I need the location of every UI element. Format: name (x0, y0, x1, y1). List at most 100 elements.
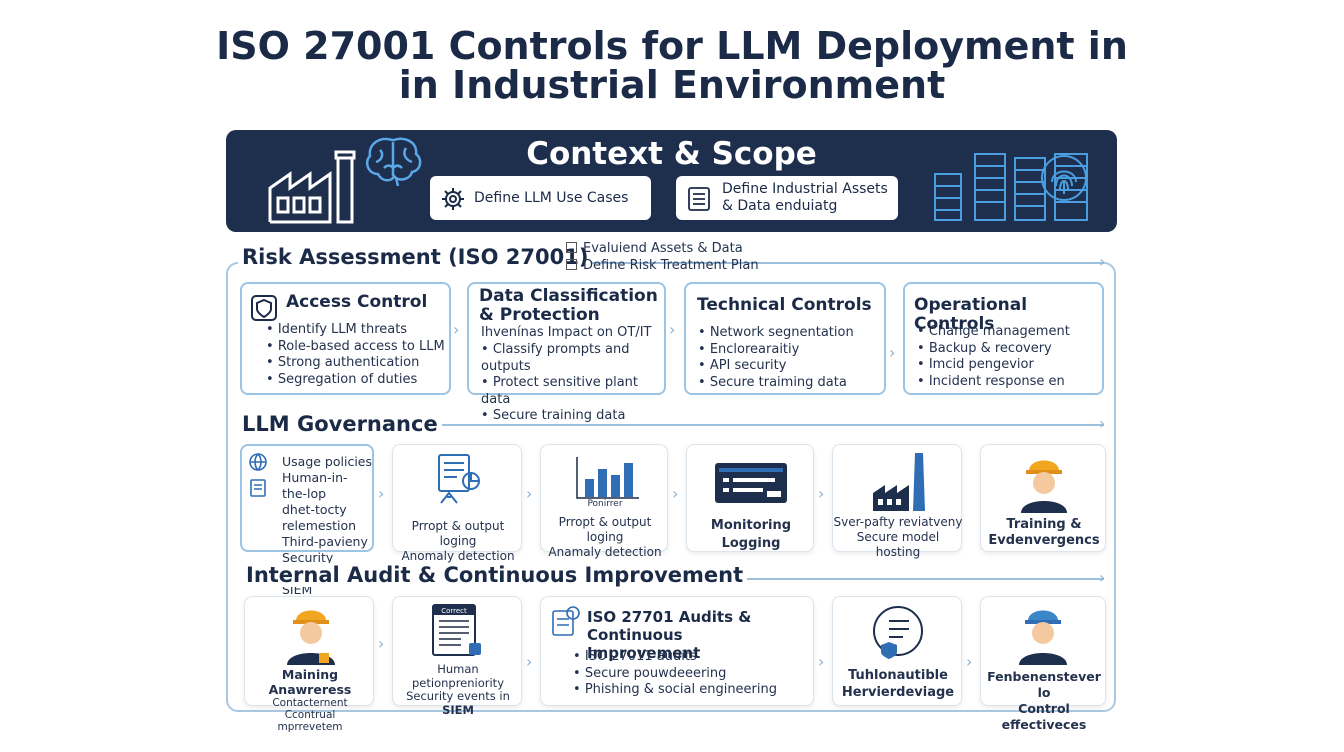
technical-controls-title: Technical Controls (697, 295, 872, 315)
iso-audits-list: ISO 27011 audits Secure pouwdeeering Phi… (573, 649, 777, 699)
flow-arrow: › (453, 320, 460, 339)
bar-chart-label: Ponirrer (587, 499, 623, 509)
review-line2: Hervierdeviage (841, 685, 955, 700)
human-review-text: Human petionpreniority Security events i… (393, 662, 523, 717)
legend-evaluate-assets: Evaluiend Assets & Data (566, 241, 743, 256)
third-party-text: Sver-pafty reviatveny Secure model hosti… (833, 515, 963, 560)
flow-arrow: › (669, 320, 676, 339)
awareness-line2: Contacternent Ccontrual mprrevetem (272, 697, 348, 733)
document-label: Correct (441, 607, 467, 615)
prompt-logging-line1: Prropt & output loging (411, 519, 505, 548)
operational-controls-card: Operational Controls Change management B… (903, 282, 1104, 395)
list-item: dhet-tocty relemestion (282, 502, 357, 533)
internal-audit-heading: Internal Audit & Continuous Improvement (242, 563, 748, 587)
human-review-line2: Security events in (406, 689, 510, 703)
prompt-logging-card: Prropt & output loging Anomaly detection (392, 444, 522, 563)
review-card: Tuhlonautible Hervierdeviage (832, 596, 962, 706)
flow-arrow: › (818, 484, 825, 503)
page-title-line1: ISO 27001 Controls for LLM Deployment in (216, 24, 1128, 68)
list-item: ISO 27011 audits (573, 649, 777, 666)
governance-flow-arrowhead: › (1099, 414, 1106, 433)
list-item: Secure traiming data (698, 375, 854, 392)
factory-icon (268, 150, 356, 224)
list-item: Imcid pengevior (917, 357, 1070, 374)
risk-flow-line (560, 262, 1104, 264)
worker-avatar-icon (287, 610, 335, 665)
human-review-line3: SIEM (442, 702, 474, 717)
server-rack-icon (934, 153, 1088, 221)
review-line1: Tuhlonautible (848, 668, 948, 683)
list-item: Strong authentication (266, 355, 445, 372)
control-effectiveness-line2: Control effectiveces (1001, 701, 1087, 732)
document-icon (250, 479, 266, 497)
data-classification-card: Data Classification & Protection Ihvenín… (467, 282, 666, 423)
training-text: Training & Evdenvergencs (981, 517, 1107, 549)
list-item: Role-based access to LLM (266, 339, 445, 356)
list-item: Human-in-the-lop (282, 470, 348, 501)
page-title-line2: in Industrial Environment (398, 63, 946, 107)
gear-icon (442, 188, 464, 210)
legend-risk-treatment-label: Define Risk Treatment Plan (583, 258, 759, 273)
access-control-list: Identify LLM threats Role-based access t… (266, 322, 445, 388)
monitoring-line1: Monitoring (710, 518, 792, 533)
define-industrial-assets-label: Define Industrial Assets & Data enduiatg (722, 181, 888, 214)
globe-icon (249, 453, 267, 471)
shield-icon (251, 295, 277, 321)
list-item: Protect sensitive plant data (481, 375, 664, 408)
control-effectiveness-line1: Fenbenenstever lo (987, 669, 1101, 700)
review-text: Tuhlonautible Hervierdeviage (833, 667, 963, 701)
checkbox-icon (566, 259, 577, 270)
training-line1: Training & (1006, 517, 1082, 532)
human-review-card: Correct Human petionpreniority Security … (392, 596, 522, 716)
third-party-line1: Sver-pafty reviatveny (833, 515, 963, 529)
flow-arrow: › (672, 484, 679, 503)
list-item: Identify LLM threats (266, 322, 445, 339)
list-item: Enclorearaitiy (698, 342, 854, 359)
list-item: Change management (917, 324, 1070, 341)
list-item: Classify prompts and outputs (481, 342, 664, 375)
monitoring-card: Monitoring Logging (686, 444, 814, 552)
list-item: Incident response en (917, 374, 1070, 391)
audit-checklist-icon (552, 606, 580, 636)
prompt-logging-text: Prropt & output loging Anomaly detection (393, 519, 523, 564)
flow-arrow: › (378, 634, 385, 653)
list-item: Backup & recovery (917, 341, 1070, 358)
flow-arrow: › (526, 652, 533, 671)
legend-risk-treatment: Define Risk Treatment Plan (566, 258, 759, 273)
access-control-title: Access Control (286, 292, 428, 312)
control-effectiveness-text: Fenbenenstever lo Control effectiveces (981, 669, 1107, 733)
define-llm-use-cases-label: Define LLM Use Cases (474, 190, 629, 206)
engineer-avatar-icon (1021, 460, 1067, 513)
legend-evaluate-assets-label: Evaluiend Assets & Data (583, 241, 743, 256)
awareness-card: Maining Anawreress Contacternent Ccontru… (244, 596, 374, 733)
monitoring-line2: Logging (721, 536, 781, 551)
define-industrial-assets-button[interactable]: Define Industrial Assets & Data enduiatg (676, 176, 898, 220)
training-card: Training & Evdenvergencs (980, 444, 1106, 552)
fingerprint-icon (1041, 155, 1087, 201)
data-classification-list: Classify prompts and outputs Protect sen… (481, 342, 664, 425)
flow-arrow: › (378, 484, 385, 503)
audit-flow-arrowhead: › (1099, 568, 1106, 587)
checkbox-icon (566, 242, 577, 253)
define-llm-use-cases-button[interactable]: Define LLM Use Cases (430, 176, 651, 220)
monitoring-text: Monitoring Logging (687, 517, 815, 553)
technical-controls-list: Network segnentation Enclorearaitiy API … (698, 325, 854, 391)
security-review-icon (873, 606, 923, 659)
control-effectiveness-card: Fenbenenstever lo Control effectiveces (980, 596, 1106, 732)
bar-chart-icon (576, 457, 639, 499)
data-classification-intro: Ihvenínas Impact on OT/IT (481, 325, 652, 340)
risk-flow-arrowhead: › (1099, 252, 1106, 271)
list-item: Third-pavieny (282, 534, 368, 549)
list-item: Network segnentation (698, 325, 854, 342)
inspector-avatar-icon (1019, 610, 1067, 665)
training-line2: Evdenvergencs (988, 533, 1100, 548)
brain-icon (366, 137, 422, 187)
flow-arrow: › (526, 484, 533, 503)
output-logging-line1: Prropt & output loging (558, 515, 652, 544)
flow-arrow: › (818, 652, 825, 671)
third-party-line2: Secure model hosting (856, 530, 940, 559)
factory-icon (873, 453, 925, 511)
document-icon (432, 604, 481, 656)
output-logging-text: Prropt & output loging Anamaly detection (541, 515, 669, 560)
audit-flow-line (730, 578, 1104, 580)
